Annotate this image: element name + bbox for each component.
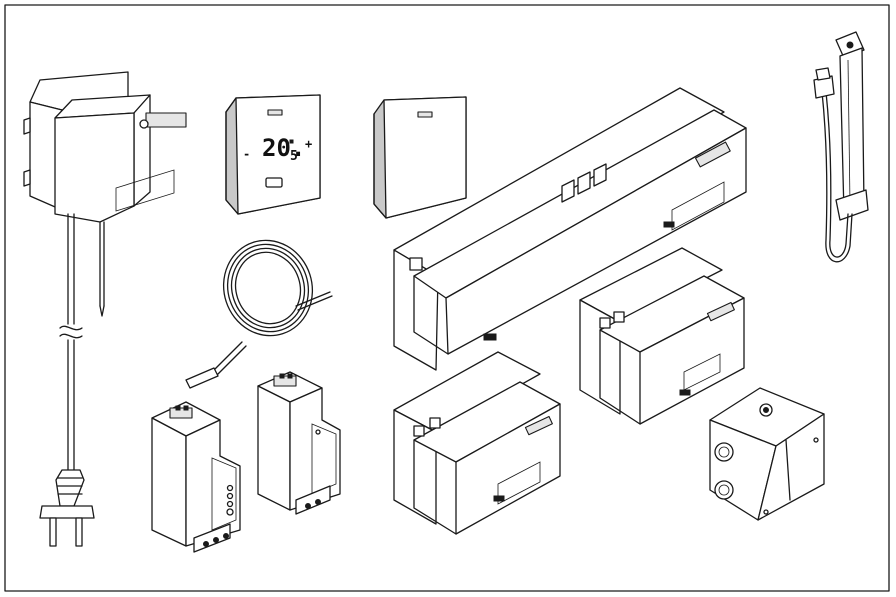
- brand-logo: [145, 112, 187, 128]
- coiled-temperature-sensor: [185, 239, 333, 389]
- wireless-antenna: [813, 31, 869, 263]
- din-rail-module-small: [257, 371, 341, 515]
- power-adapter: [23, 71, 187, 547]
- thermostat-minus-label: -: [243, 147, 250, 161]
- degree-indicator: [289, 139, 294, 144]
- brand-logo-mark: [139, 119, 149, 129]
- wiring-center-medium: [579, 247, 745, 425]
- junction-box: [709, 387, 825, 521]
- din-rail-module-large: [151, 401, 241, 553]
- thermostat-temperature: 20.: [262, 134, 305, 162]
- thermostat-brand-mark: [267, 109, 283, 116]
- thermostat-plus-label: +: [305, 137, 312, 151]
- room-thermostat-display: 20. 5 - +: [225, 94, 321, 215]
- figure-frame: [4, 4, 890, 592]
- thermostat-basic-brand-mark: [417, 111, 433, 118]
- room-thermostat-basic: [373, 96, 467, 219]
- thermostat-touch-key: [265, 177, 283, 188]
- wiring-center-small: [393, 351, 561, 535]
- thermostat-temperature-decimal: 5: [290, 149, 298, 164]
- wiring-center-large: [393, 87, 747, 371]
